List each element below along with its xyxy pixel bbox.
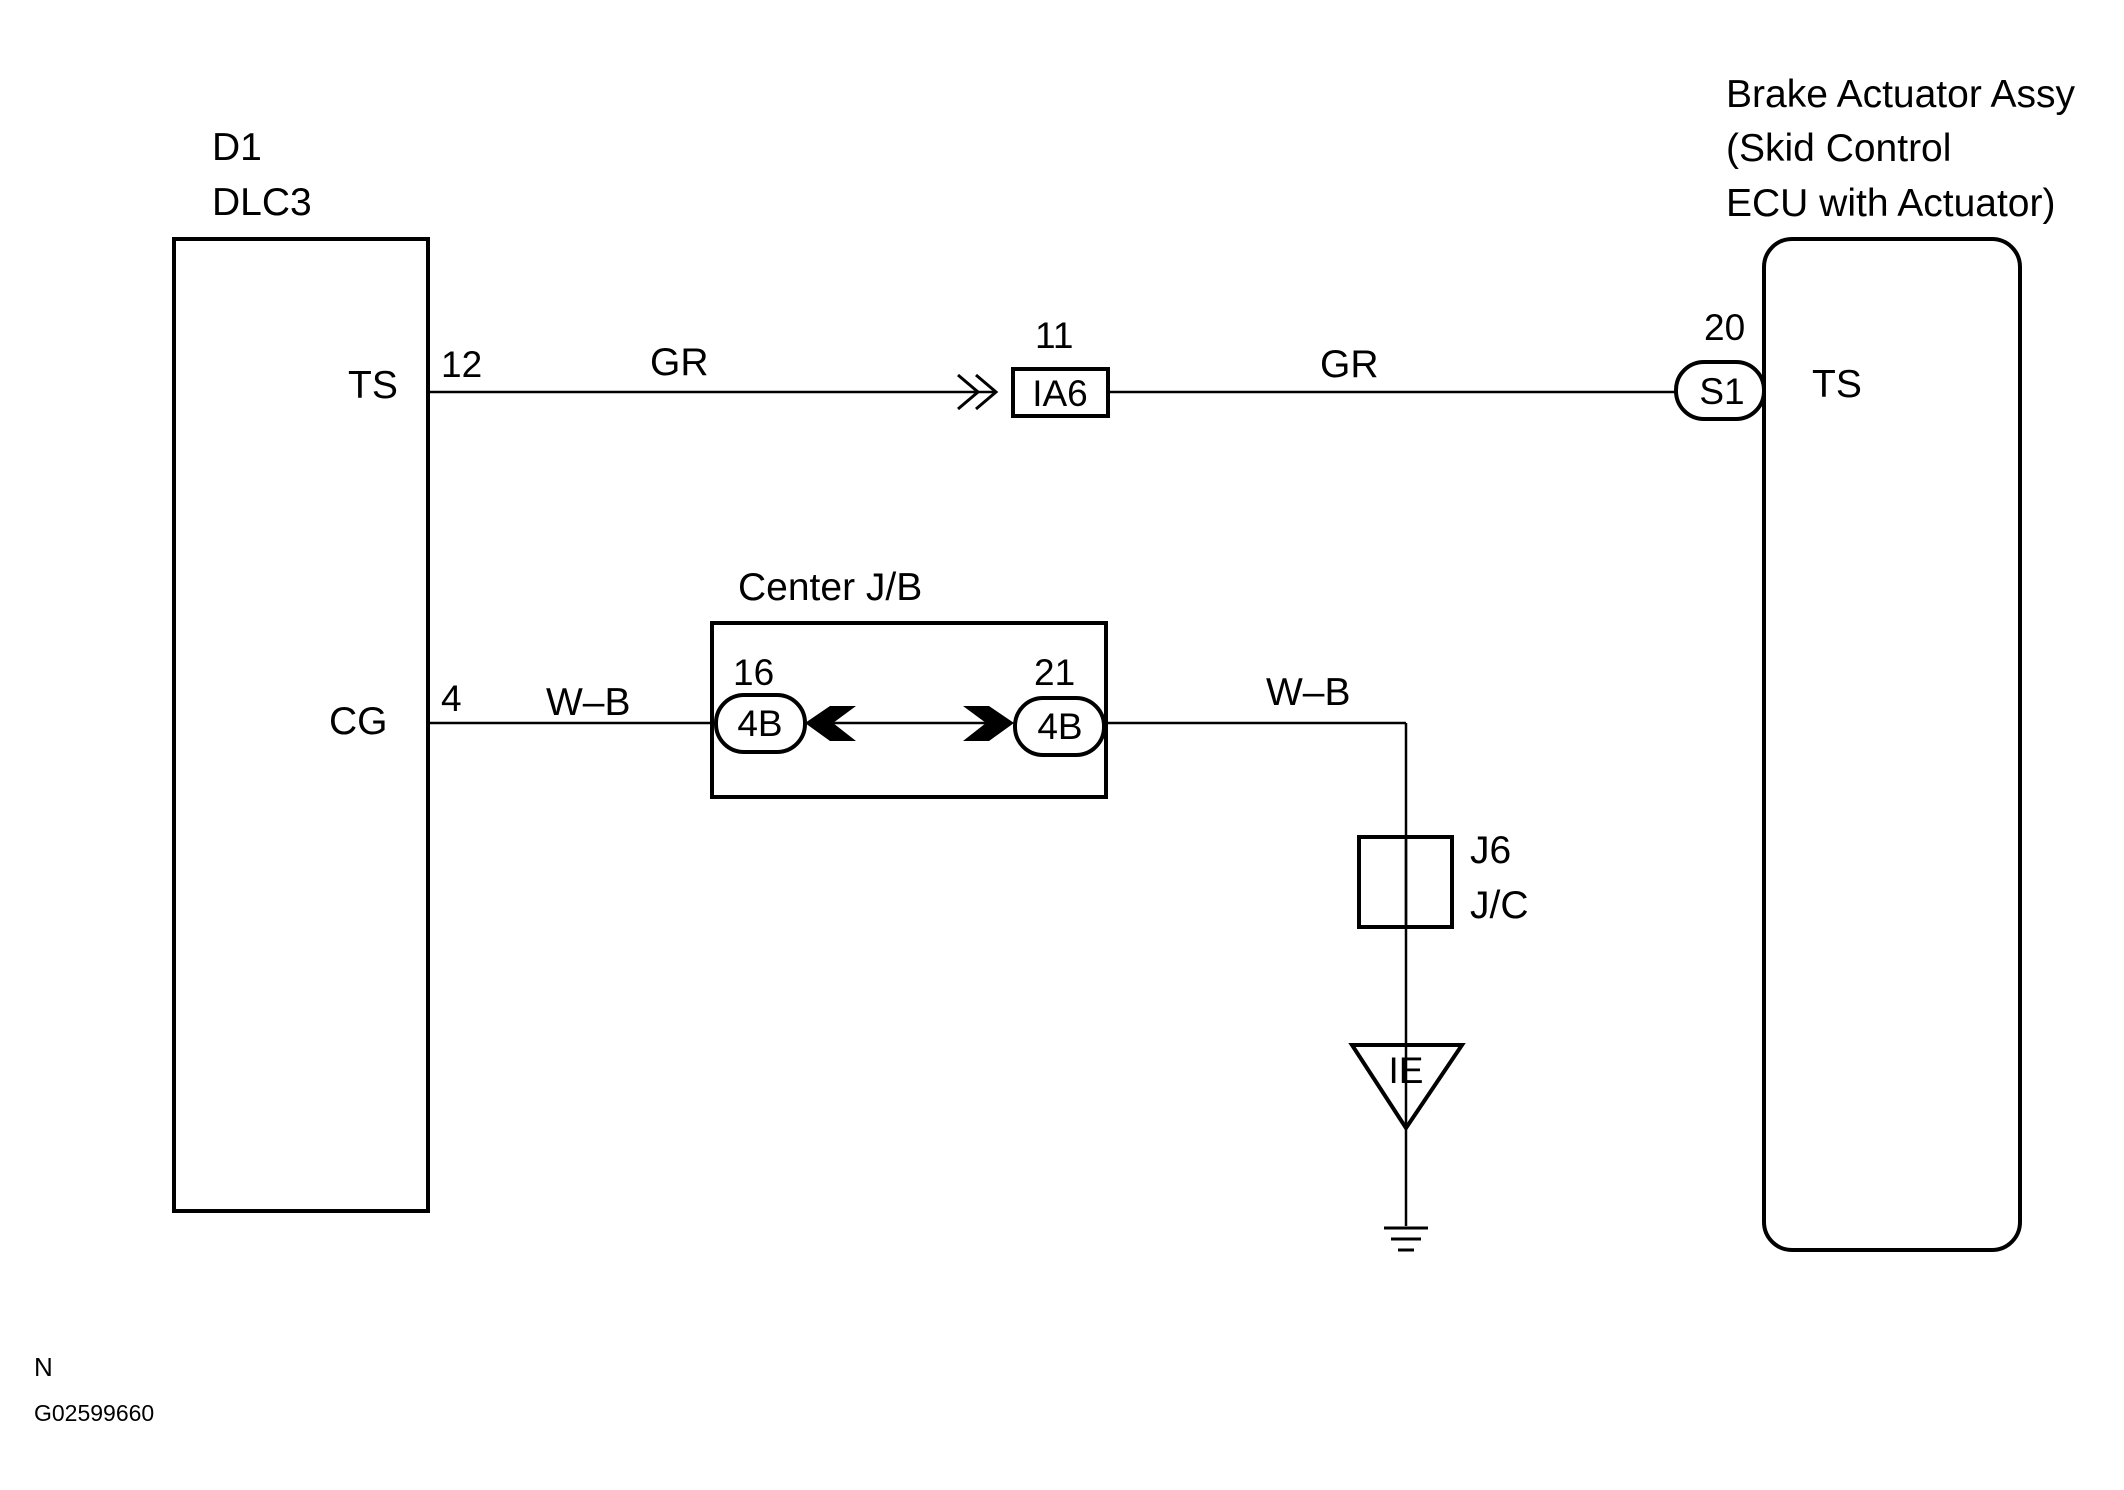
ia6-chevron-2-icon — [975, 373, 999, 411]
brake-actuator-pin-name: TS — [1812, 363, 1862, 406]
center-jb-right-connector-label: 4B — [1037, 706, 1082, 747]
brake-actuator-title-line1: Brake Actuator Assy — [1726, 73, 2076, 116]
center-jb-left-pin: 16 — [733, 652, 774, 693]
cg-wire-color-right: W–B — [1266, 671, 1351, 714]
center-jb-right-chevron-icon — [963, 706, 1014, 741]
j6-ref-label: J6 — [1470, 829, 1511, 872]
s1-connector-pill — [1674, 360, 1766, 421]
dlc3-pin-ts-name: TS — [348, 364, 398, 407]
j6-name-label: J/C — [1470, 884, 1529, 927]
dlc3-component: D1 DLC3 TS 12 CG 4 — [172, 126, 482, 1213]
dlc3-box — [172, 237, 430, 1213]
ts-circuit: GR 11 IA6 GR — [428, 315, 1676, 418]
ts-wire-color-right: GR — [1320, 343, 1379, 386]
center-jb-right-connector-pill — [1013, 696, 1106, 757]
dlc3-name-label: DLC3 — [212, 181, 312, 224]
dlc3-pin-cg-name: CG — [329, 700, 388, 743]
center-jb-box — [710, 621, 1108, 799]
ts-wire-color-left: GR — [650, 341, 709, 384]
ie-ground-point-icon — [1348, 1043, 1466, 1132]
s1-connector-label: S1 — [1699, 371, 1744, 412]
center-jb-left-chevron-icon — [805, 706, 856, 741]
brake-actuator-title-line2: (Skid Control — [1726, 127, 1951, 170]
dlc3-pin-cg-number: 4 — [441, 678, 462, 719]
figure-id: G02599660 — [34, 1400, 154, 1426]
cg-circuit: W–B Center J/B 16 4B 21 4B W–B J6 J/C IE — [428, 566, 1529, 1252]
ia6-connector-label: IA6 — [1032, 373, 1088, 414]
dlc3-ref-label: D1 — [212, 126, 262, 169]
ia6-pin-number: 11 — [1035, 315, 1073, 356]
dlc3-pin-ts-number: 12 — [441, 344, 482, 385]
center-jb-label: Center J/B — [738, 566, 922, 609]
center-jb-left-connector-label: 4B — [737, 703, 782, 744]
brake-actuator-box — [1762, 237, 2022, 1252]
brake-actuator-title-line3: ECU with Actuator) — [1726, 182, 2055, 225]
ground-symbol-icon — [1384, 1226, 1428, 1252]
corner-letter: N — [34, 1352, 53, 1382]
ia6-chevron-1-icon — [957, 373, 981, 411]
brake-actuator-pin-number: 20 — [1704, 307, 1745, 348]
center-jb-right-pin: 21 — [1034, 652, 1075, 693]
ie-ground-label: IE — [1389, 1050, 1424, 1091]
cg-wire-color-left: W–B — [546, 681, 631, 724]
brake-actuator-component: Brake Actuator Assy (Skid Control ECU wi… — [1674, 73, 2076, 1252]
center-jb-left-connector-pill — [714, 693, 807, 754]
